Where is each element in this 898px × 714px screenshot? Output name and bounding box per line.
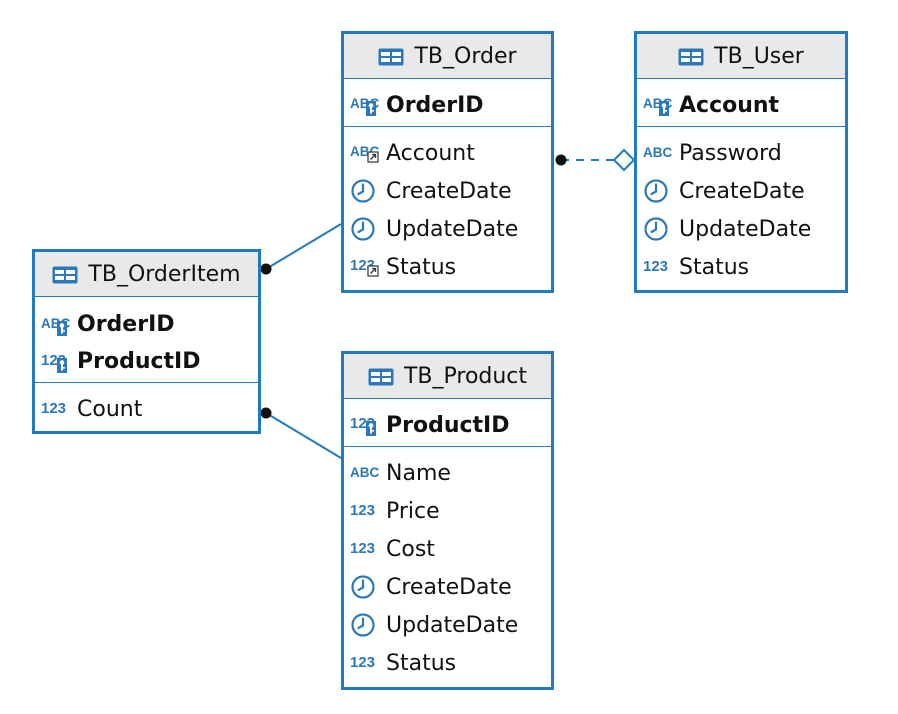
- column-row[interactable]: 123 Status: [344, 248, 551, 286]
- column-row[interactable]: 123 Count: [35, 390, 258, 428]
- column-name: Account: [386, 140, 475, 166]
- table-icon: [368, 367, 394, 386]
- text-icon: ABC: [350, 460, 386, 486]
- column-name: CreateDate: [386, 178, 512, 204]
- column-name: Password: [679, 140, 782, 166]
- column-row[interactable]: 123 Price: [344, 492, 551, 530]
- text-icon: ABC: [643, 140, 679, 166]
- column-name: ProductID: [77, 349, 201, 374]
- number-icon: 123: [350, 498, 386, 524]
- entity-title: TB_OrderItem: [88, 261, 241, 287]
- table-icon: [678, 47, 704, 66]
- column-row[interactable]: 123 Status: [344, 644, 551, 682]
- primary-key-section: 123 ProductID: [344, 399, 551, 447]
- column-row[interactable]: CreateDate: [344, 172, 551, 210]
- svg-text:ABC: ABC: [643, 145, 672, 160]
- column-name: Status: [386, 650, 457, 676]
- column-row[interactable]: UpdateDate: [344, 210, 551, 248]
- svg-text:123: 123: [41, 400, 66, 417]
- link-orderitem-order-dot: [260, 263, 272, 275]
- column-row[interactable]: UpdateDate: [637, 210, 845, 248]
- column-row[interactable]: 123 ProductID: [344, 408, 551, 442]
- column-row[interactable]: ABC OrderID: [35, 306, 258, 343]
- table-icon: [378, 47, 404, 66]
- entity-header: TB_Order: [344, 34, 551, 79]
- column-row[interactable]: 123 ProductID: [35, 343, 258, 380]
- column-name: Status: [679, 254, 750, 280]
- entity-title: TB_Order: [414, 43, 517, 69]
- column-name: UpdateDate: [386, 216, 519, 242]
- column-row[interactable]: CreateDate: [344, 568, 551, 606]
- primary-key-section: ABC OrderID: [344, 79, 551, 127]
- number-key-icon: 123: [350, 412, 386, 438]
- column-name: CreateDate: [679, 178, 805, 204]
- entity-header: TB_Product: [344, 354, 551, 399]
- column-row[interactable]: ABC Account: [344, 134, 551, 172]
- column-name: Account: [679, 92, 780, 118]
- number-icon: 123: [350, 536, 386, 562]
- columns-section: ABC Name 123 Price 123 Cost CreateDate U…: [344, 447, 551, 682]
- svg-text:123: 123: [350, 654, 375, 671]
- link-order-user-diamond: [612, 148, 636, 172]
- primary-key-section: ABC Account: [637, 79, 845, 127]
- svg-text:123: 123: [350, 540, 375, 557]
- column-name: UpdateDate: [386, 612, 519, 638]
- column-row[interactable]: 123 Status: [637, 248, 845, 286]
- link-orderitem-order[interactable]: [265, 223, 342, 270]
- primary-key-section: ABC OrderID 123 ProductID: [35, 297, 258, 383]
- column-name: Name: [386, 460, 451, 486]
- svg-text:ABC: ABC: [350, 465, 379, 480]
- column-name: ProductID: [386, 412, 510, 438]
- clock-icon: [643, 216, 679, 242]
- clock-icon: [350, 216, 386, 242]
- entity-tb-order[interactable]: TB_Order ABC OrderID ABC Account CreateD…: [341, 31, 554, 293]
- column-name: UpdateDate: [679, 216, 812, 242]
- link-orderitem-product[interactable]: [265, 412, 342, 459]
- number-key-icon: 123: [41, 349, 77, 375]
- entity-tb-product[interactable]: TB_Product 123 ProductID ABC Name 123 Pr…: [341, 351, 554, 690]
- columns-section: ABC Account CreateDate UpdateDate 123 St…: [344, 127, 551, 286]
- text-key-icon: ABC: [350, 92, 386, 118]
- table-icon: [52, 265, 78, 284]
- link-orderitem-product-dot: [260, 407, 272, 419]
- text-key-icon: ABC: [643, 92, 679, 118]
- entity-header: TB_OrderItem: [35, 252, 258, 297]
- columns-section: ABC Password CreateDate UpdateDate 123 S…: [637, 127, 845, 286]
- column-row[interactable]: ABC Account: [637, 88, 845, 122]
- clock-icon: [350, 574, 386, 600]
- entity-header: TB_User: [637, 34, 845, 79]
- number-icon: 123: [643, 254, 679, 280]
- column-row[interactable]: ABC OrderID: [344, 88, 551, 122]
- entity-title: TB_Product: [403, 363, 528, 389]
- column-name: OrderID: [77, 312, 175, 337]
- column-row[interactable]: 123 Cost: [344, 530, 551, 568]
- entity-tb-user[interactable]: TB_User ABC Account ABC Password CreateD…: [634, 31, 848, 293]
- number-fk-icon: 123: [350, 254, 386, 280]
- text-fk-icon: ABC: [350, 140, 386, 166]
- number-icon: 123: [41, 396, 77, 422]
- entity-title: TB_User: [714, 43, 804, 69]
- column-row[interactable]: ABC Password: [637, 134, 845, 172]
- column-name: CreateDate: [386, 574, 512, 600]
- column-row[interactable]: UpdateDate: [344, 606, 551, 644]
- columns-section: 123 Count: [35, 383, 258, 428]
- svg-text:123: 123: [643, 258, 668, 275]
- svg-text:123: 123: [350, 502, 375, 519]
- column-name: Count: [77, 396, 143, 422]
- column-row[interactable]: CreateDate: [637, 172, 845, 210]
- column-name: Status: [386, 254, 457, 280]
- clock-icon: [643, 178, 679, 204]
- link-order-user-dot: [555, 154, 567, 166]
- number-icon: 123: [350, 650, 386, 676]
- column-name: Price: [386, 498, 440, 524]
- text-key-icon: ABC: [41, 312, 77, 338]
- clock-icon: [350, 178, 386, 204]
- column-name: Cost: [386, 536, 435, 562]
- column-name: OrderID: [386, 92, 484, 118]
- column-row[interactable]: ABC Name: [344, 454, 551, 492]
- clock-icon: [350, 612, 386, 638]
- entity-tb-orderitem[interactable]: TB_OrderItem ABC OrderID 123 ProductID 1…: [32, 249, 261, 434]
